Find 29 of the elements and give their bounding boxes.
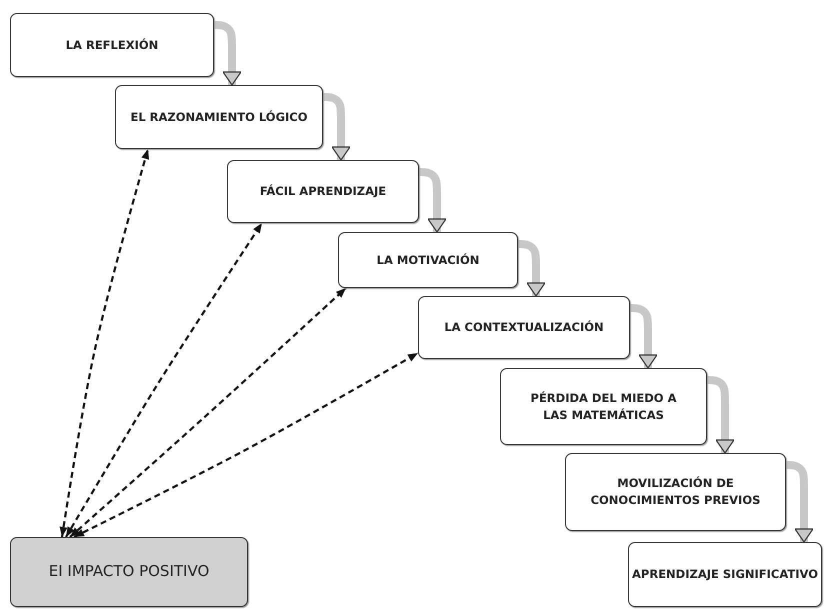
step-box: [338, 232, 518, 288]
step-box: [227, 160, 419, 223]
box-label: PÉRDIDA DEL MIEDO A LAS MATEMÁTICAS: [530, 390, 678, 424]
box-label: LA REFLEXIÓN: [66, 36, 158, 54]
step-box: [628, 542, 822, 607]
box-label: EL RAZONAMIENTO LÓGICO: [130, 108, 308, 126]
box-label: LA MOTIVACIÓN: [376, 252, 480, 268]
source-box: [10, 537, 248, 607]
block-arrow: [416, 168, 447, 233]
dashed-arrow: [60, 148, 150, 538]
step-box: [115, 85, 323, 149]
block-arrow: [320, 93, 351, 161]
block-arrow: [212, 21, 242, 86]
block-arrow: [628, 304, 658, 369]
step-box: [418, 296, 630, 359]
box-label: LA CONTEXTUALIZACIÓN: [444, 319, 604, 336]
box-label: EI IMPACTO POSITIVO: [48, 561, 210, 582]
block-arrow: [704, 376, 735, 454]
box-label: MOVILIZACIÓN DE CONOCIMIENTOS PREVIOS: [590, 475, 762, 509]
block-arrow: [516, 240, 546, 297]
step-box: [565, 453, 786, 531]
box-label: FÁCIL APRENDIZAJE: [260, 183, 386, 200]
dashed-arrow: [65, 222, 263, 538]
box-label: APRENDIZAJE SIGNIFICATIVO: [632, 566, 818, 583]
step-box: [10, 13, 214, 77]
block-arrow: [784, 461, 814, 543]
step-box: [500, 368, 707, 445]
dashed-arrow: [74, 352, 419, 538]
dashed-arrow: [69, 287, 347, 538]
